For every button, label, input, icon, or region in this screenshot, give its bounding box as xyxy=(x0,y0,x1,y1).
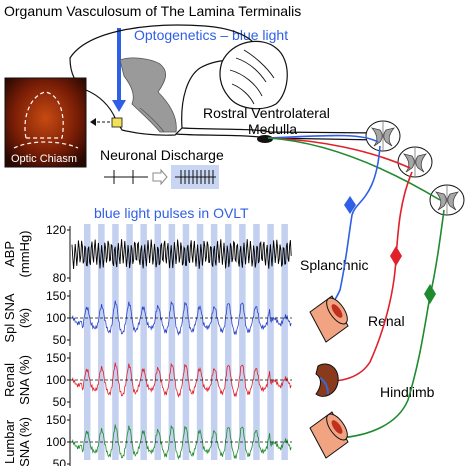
hindlimb-label: Hindlimb xyxy=(380,384,435,400)
panel-ylabel: (%) xyxy=(17,308,32,328)
tick-label: 100 xyxy=(46,311,66,325)
light-pulse-bar xyxy=(168,224,176,460)
tick-label: 50 xyxy=(53,395,67,409)
light-pulse-bar xyxy=(154,224,161,460)
light-pulse-bar xyxy=(140,224,147,460)
spinal-cord-section-icon xyxy=(429,184,465,216)
tick-label: 50 xyxy=(53,457,67,466)
kidney-icon xyxy=(315,363,339,397)
tick-label: 80 xyxy=(53,271,67,285)
blood-vessel-icon xyxy=(309,411,349,459)
tick-label: 150 xyxy=(46,289,66,303)
light-pulse-bar xyxy=(112,224,119,460)
neuronal-discharge-label: Neuronal Discharge xyxy=(100,147,224,163)
panel-ylabel: (mmHg) xyxy=(17,231,32,278)
cerebellum-icon xyxy=(219,40,288,110)
rvlm-site xyxy=(257,135,273,143)
light-pulse-bar xyxy=(126,224,133,460)
spike-train-activated xyxy=(171,165,219,189)
splanchnic-pathway xyxy=(321,145,381,311)
light-pulse-bar xyxy=(98,224,105,460)
spike-train-baseline xyxy=(104,170,148,184)
ovlt-site xyxy=(111,117,123,128)
light-pulse-bar xyxy=(225,224,232,460)
splanchnic-label: Splanchnic xyxy=(300,257,369,273)
ganglion-marker xyxy=(424,284,436,304)
trace-waveform xyxy=(71,300,292,336)
rvlm-label-line1: Rostral Ventrolateral xyxy=(203,105,330,121)
renal-label: Renal xyxy=(368,313,405,329)
tick-label: 100 xyxy=(46,435,66,449)
blood-vessel-icon xyxy=(309,295,349,343)
spinal-cord-section-icon xyxy=(397,146,433,178)
tick-label: 120 xyxy=(46,223,66,237)
light-pulse-bar xyxy=(210,224,218,460)
light-pulse-bar xyxy=(281,224,288,460)
trace-waveform xyxy=(71,424,292,460)
physiology-traces: 120 80 ABP(mmHg) 150 100 50 Spl SNA(%) 150 100 50… xyxy=(2,223,292,466)
light-pulse-bar xyxy=(84,224,91,460)
tick-label: 150 xyxy=(46,351,66,365)
trace-waveform xyxy=(71,239,292,270)
pulses-label: blue light pulses in OVLT xyxy=(94,205,249,221)
tick-label: 100 xyxy=(46,373,66,387)
hindlimb-pathway xyxy=(337,209,445,439)
light-pulse-bar xyxy=(267,224,274,460)
optogenetics-label: Optogenetics – blue light xyxy=(134,27,288,43)
ganglion-marker xyxy=(344,196,356,214)
panel-ylabel: ABP xyxy=(2,241,17,267)
light-pulse-bar xyxy=(253,224,260,460)
figure-title: Organum Vasculosum of The Lamina Termina… xyxy=(4,3,301,19)
blue-light-arrowhead xyxy=(112,100,126,112)
rvlm-to-cord-path xyxy=(267,134,379,143)
light-pulse-bar xyxy=(239,224,246,460)
panel-ylabel: Spl SNA xyxy=(2,293,17,342)
trace-panel: 150 100 50 Spl SNA(%) xyxy=(2,289,292,347)
panel-ylabel: SNA (%) xyxy=(17,417,32,466)
optic-chiasm-image xyxy=(4,77,87,168)
light-pulse-bar xyxy=(182,224,190,460)
light-pulse-bar xyxy=(196,224,204,460)
brain-sagittal-icon xyxy=(69,24,381,143)
trace-waveform xyxy=(71,362,292,398)
optic-chiasm-label: Optic Chiasm xyxy=(11,153,77,165)
panel-ylabel: Renal xyxy=(2,363,17,397)
tick-label: 50 xyxy=(53,333,67,347)
ganglion-marker xyxy=(390,246,402,266)
panel-ylabel: Lumbar xyxy=(2,419,17,464)
tick-label: 150 xyxy=(46,413,66,427)
panel-ylabel: SNA (%) xyxy=(17,355,32,405)
spinal-cord-section-icon xyxy=(365,120,401,152)
rvlm-to-cord-path xyxy=(267,137,441,201)
arrow-icon xyxy=(152,168,168,186)
renal-pathway xyxy=(329,171,413,382)
rvlm-label-line2: Medulla xyxy=(248,121,297,137)
trace-panel: 120 80 ABP(mmHg) xyxy=(2,223,292,285)
